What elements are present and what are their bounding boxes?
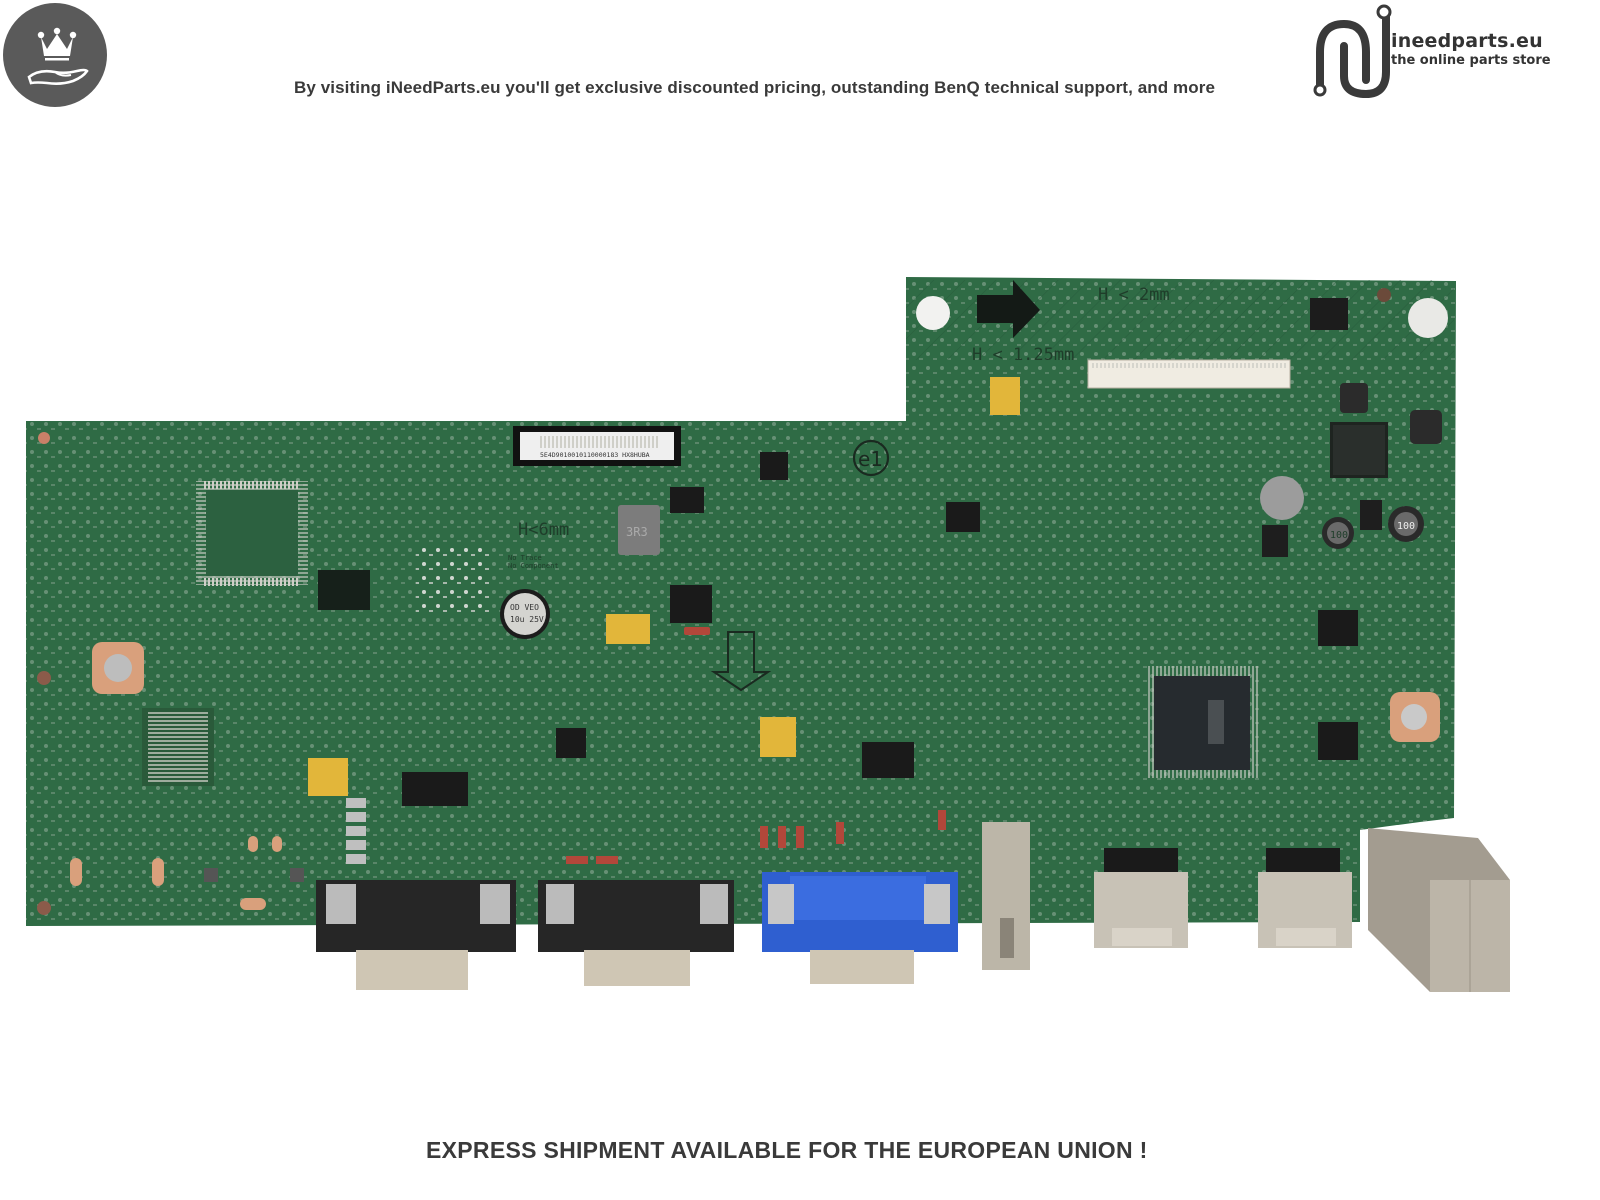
svg-text:5E4D9010010110000183 HX8HUBA: 5E4D9010010110000183 HX8HUBA [540, 451, 650, 459]
copper-ground-pad-right [1390, 692, 1440, 742]
circuit-n-logo-icon [1313, 4, 1392, 99]
svg-text:H < 1.25mm: H < 1.25mm [972, 345, 1074, 365]
svg-text:100: 100 [1330, 530, 1348, 541]
inductor [1260, 476, 1304, 520]
svg-text:100: 100 [1397, 521, 1415, 532]
svg-text:H<6mm: H<6mm [518, 520, 569, 540]
svg-text:H < 2mm: H < 2mm [1098, 285, 1170, 305]
svg-text:No Trace: No Trace [508, 554, 542, 562]
svg-text:e1: e1 [858, 447, 883, 471]
svg-text:OD VEO: OD VEO [510, 603, 539, 612]
hdmi-connector-1 [1094, 848, 1188, 948]
tantalum-capacitor [990, 377, 1020, 415]
logo-subtitle: the online parts store [1391, 53, 1551, 68]
dsub-connector-1 [316, 880, 516, 990]
svg-text:10u 25V: 10u 25V [510, 615, 544, 624]
copper-ground-pad-left [92, 642, 144, 694]
crown-badge [3, 3, 107, 107]
shipping-banner: EXPRESS SHIPMENT AVAILABLE FOR THE EUROP… [426, 1137, 1148, 1163]
barcode-label: 5E4D9010010110000183 HX8HUBA [513, 426, 681, 466]
promo-tagline: By visiting iNeedParts.eu you'll get exc… [294, 78, 1216, 97]
inductor-3r3 [618, 505, 660, 555]
dsub-connector-2 [538, 880, 734, 986]
svg-text:No Component: No Component [508, 562, 559, 570]
logo-name: ineedparts.eu [1391, 30, 1543, 52]
crown-in-hand-icon [27, 27, 89, 85]
usb-connector [982, 822, 1030, 970]
vga-connector [762, 872, 958, 984]
stacked-port-connector [1368, 828, 1510, 992]
scaler-ic [1146, 666, 1258, 778]
electrolytic-capacitor [504, 593, 546, 635]
hdmi-connector-2 [1258, 848, 1352, 948]
svg-text:3R3: 3R3 [626, 525, 648, 539]
